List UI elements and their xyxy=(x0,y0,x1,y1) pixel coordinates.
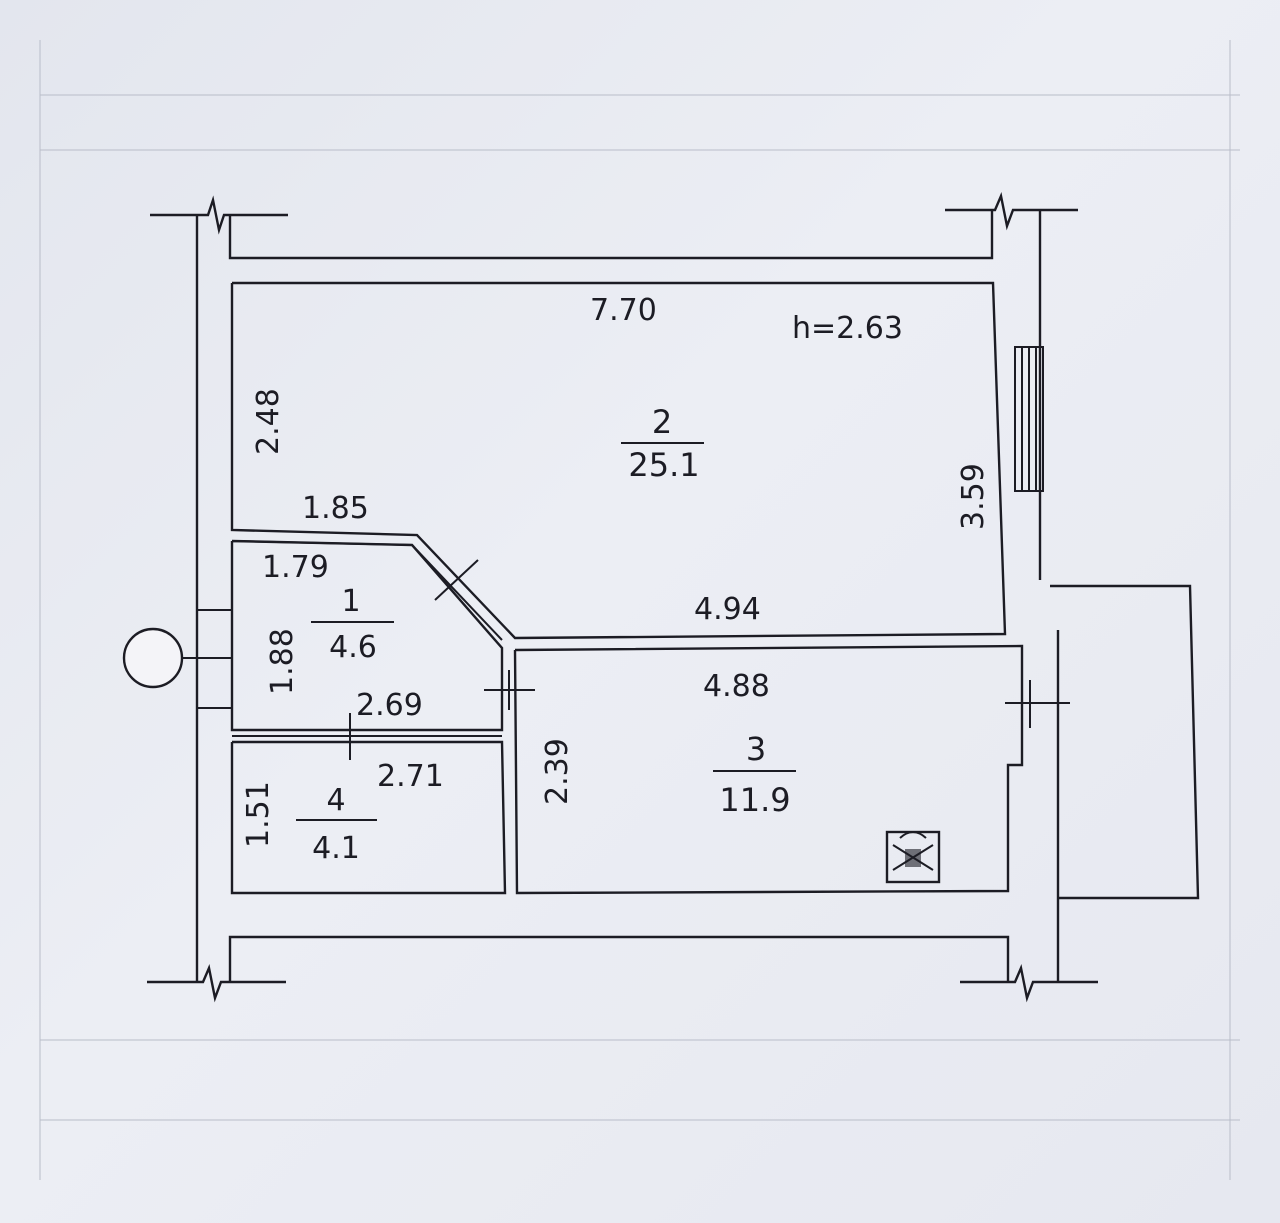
room-3-area: 11.9 xyxy=(719,781,790,819)
dim-room3-left: 2.39 xyxy=(540,738,575,805)
dim-room2-bottom-right: 4.94 xyxy=(694,592,761,627)
dim-room3-top: 4.88 xyxy=(703,669,770,704)
dim-room4-left: 1.51 xyxy=(241,781,276,848)
room-2-area: 25.1 xyxy=(628,446,699,484)
room-4-number: 4 xyxy=(326,783,345,818)
room-3-number: 3 xyxy=(746,730,766,768)
ceiling-height: h=2.63 xyxy=(792,311,903,346)
dim-room2-top: 7.70 xyxy=(590,293,657,328)
ventilation-shaft-icon xyxy=(885,830,941,884)
paper-ruling xyxy=(39,40,1240,1180)
dim-room1-left: 1.88 xyxy=(265,628,300,695)
dim-room1-bottom: 2.69 xyxy=(356,688,423,723)
room-4-area: 4.1 xyxy=(312,831,360,866)
dim-room2-left: 2.48 xyxy=(251,388,286,455)
walls xyxy=(147,191,1200,1003)
room-labels: 2 25.1 1 4.6 3 11.9 4 4.1 xyxy=(296,403,796,866)
entrance-marker-icon xyxy=(122,627,232,689)
room-1-number: 1 xyxy=(341,584,360,619)
dimension-labels: 7.70 2.48 3.59 1.85 4.94 1.79 1.88 2.69 … xyxy=(241,293,991,848)
dim-room1-top: 1.79 xyxy=(262,550,329,585)
room-1-area: 4.6 xyxy=(329,630,377,665)
dim-room2-right: 3.59 xyxy=(956,463,991,530)
dim-room4-top: 2.71 xyxy=(377,759,444,794)
dim-room2-bottom-left: 1.85 xyxy=(302,491,369,526)
room-2-number: 2 xyxy=(652,403,672,441)
